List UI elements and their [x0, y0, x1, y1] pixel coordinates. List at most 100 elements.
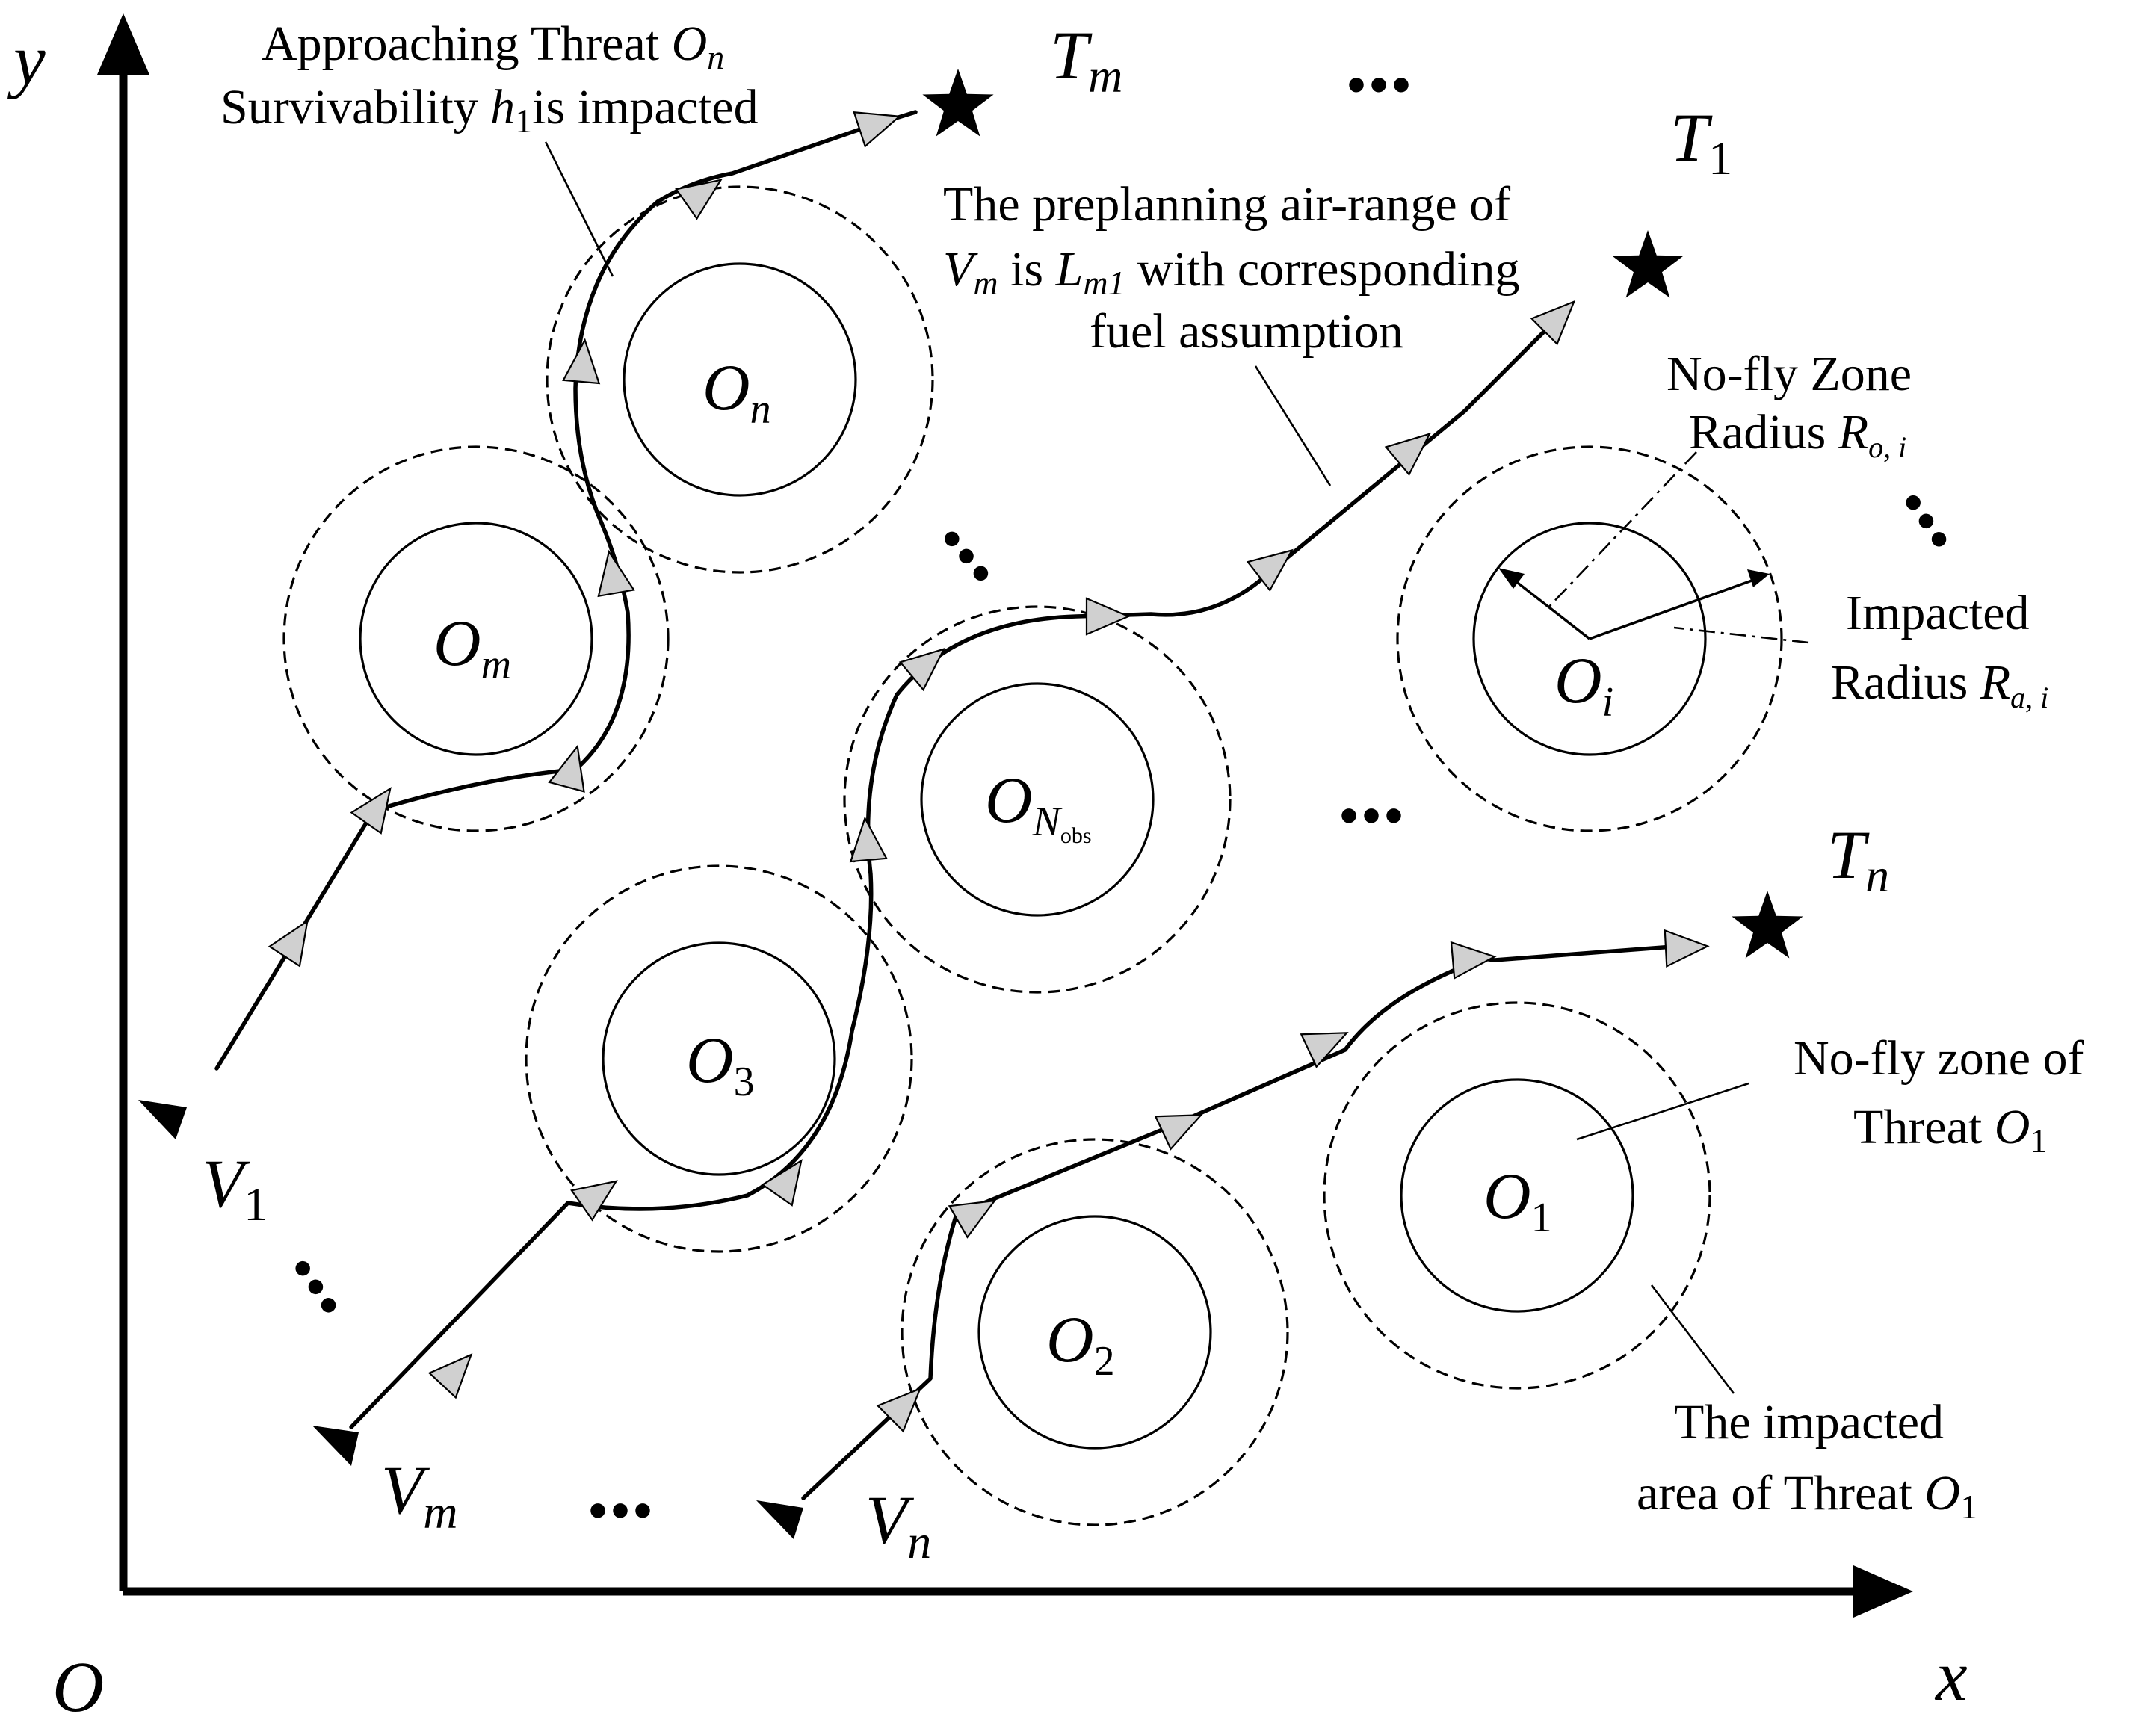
no-fly-zone-circle — [1400, 1078, 1634, 1313]
direction-arrow — [849, 816, 888, 863]
leader-approaching-threat — [544, 141, 614, 277]
threat-label-o-nobs: ONobs — [985, 764, 1092, 848]
no-fly-radius-arrowhead — [1498, 568, 1525, 589]
preplanning-line3: fuel assumption — [1090, 304, 1403, 359]
no-fly-zone-circle — [977, 1215, 1212, 1450]
no-fly-of-threat-line1: No-fly zone of — [1794, 1031, 2084, 1086]
ellipsis-center-right: ... — [1338, 742, 1405, 841]
ellipsis-right: ... — [1886, 451, 2007, 563]
ellipsis-middle: ... — [925, 483, 1045, 598]
direction-arrow — [761, 1159, 803, 1207]
direction-arrow — [350, 787, 392, 835]
annotations: Approaching Threat On Survivability h1is… — [220, 16, 2084, 1526]
impacted-area-circle — [525, 864, 913, 1253]
ellipsis-left: ... — [276, 1217, 396, 1329]
direction-arrow — [675, 179, 723, 220]
no-fly-zone-circle — [1472, 522, 1707, 756]
vehicle-v1-marker — [138, 1100, 187, 1139]
direction-arrow — [268, 919, 309, 968]
preplanning-line1: The preplanning air-range of — [943, 177, 1510, 232]
threat-label-o-i: Oi — [1554, 645, 1613, 726]
direction-arrow — [948, 1199, 997, 1239]
leader-no-fly-radius — [1546, 451, 1697, 610]
impacted-area-circle — [282, 445, 670, 832]
direction-arrow — [1085, 597, 1131, 636]
vehicle-vn-marker — [756, 1500, 803, 1539]
target-tn-label: Tn — [1827, 817, 1889, 902]
threat-labels: On Om ONobs Oi O3 O2 O1 — [433, 352, 1613, 1385]
threat-zones — [282, 185, 1783, 1526]
impacted-area-circle — [843, 605, 1232, 994]
impacted-area-circle — [1396, 445, 1783, 832]
threat-o-2 — [901, 1138, 1289, 1526]
approaching-threat-line1: Approaching Threat On — [262, 16, 724, 76]
impacted-area-circle — [1323, 1001, 1711, 1390]
impacted-area-line1: The impacted — [1674, 1395, 1944, 1450]
no-fly-zone-line1: No-fly Zone — [1667, 347, 1912, 401]
x-axis-arrowhead — [1853, 1565, 1913, 1618]
no-fly-of-threat-line2: Threat O1 — [1853, 1100, 2047, 1160]
threat-o-1 — [1323, 1001, 1711, 1390]
impacted-radius-line — [1589, 575, 1763, 640]
direction-arrow — [427, 1353, 473, 1399]
leader-lines — [544, 141, 1809, 1394]
direction-arrow — [1154, 1114, 1203, 1151]
flight-paths — [214, 110, 1695, 1500]
direction-arrow — [1664, 929, 1710, 968]
targets: Tm T1 Tn — [922, 17, 1889, 959]
ellipsis-top: ... — [1345, 11, 1412, 111]
threat-label-o-m: Om — [433, 607, 511, 688]
impacted-radius-line2: Radius Ra, i — [1831, 655, 2048, 714]
threat-o-m — [282, 445, 670, 832]
y-axis-label: y — [7, 19, 46, 99]
vehicles: V1 Vm Vn — [138, 1100, 931, 1568]
no-fly-zone-line2: Radius Ro, i — [1689, 405, 1906, 464]
direction-arrow — [570, 1180, 618, 1222]
threat-o-3 — [525, 864, 913, 1253]
leader-impacted-radius — [1673, 626, 1809, 644]
target-tn-star — [1732, 891, 1803, 959]
no-fly-zone-circle — [602, 941, 836, 1176]
target-tm-star — [922, 69, 994, 137]
direction-arrow — [1246, 548, 1294, 592]
vehicle-v1-label: V1 — [202, 1145, 268, 1231]
threat-o-nobs — [843, 605, 1232, 994]
threat-label-o-n: On — [702, 352, 771, 433]
direction-arrow — [1530, 300, 1576, 346]
path-v1-to-tm — [214, 110, 918, 1071]
direction-arrow — [876, 1387, 922, 1433]
direction-arrow — [597, 549, 635, 598]
direction-arrow — [562, 338, 601, 385]
target-tm-label: Tm — [1050, 17, 1122, 102]
target-t1-star — [1612, 230, 1684, 298]
survivability-line2: Survivability h1is impacted — [220, 80, 759, 140]
impacted-area-line2: area of Threat O1 — [1637, 1466, 1977, 1526]
threat-label-o-1: O1 — [1483, 1160, 1552, 1241]
origin-label: O — [52, 1647, 104, 1717]
leader-no-fly-zone-of-threat — [1576, 1082, 1749, 1141]
y-axis-arrowhead — [97, 13, 149, 75]
vehicle-vn-label: Vn — [865, 1482, 931, 1568]
path-direction-markers — [268, 111, 1710, 1433]
threat-o-n — [546, 185, 934, 574]
threat-o-i — [1396, 445, 1783, 832]
vehicle-vm-marker — [312, 1426, 359, 1466]
x-axis-label: x — [1934, 1636, 1968, 1716]
impacted-area-circle — [546, 185, 934, 574]
direction-arrow — [1300, 1032, 1349, 1068]
preplanning-line2: Vm is Lm1 with corresponding — [943, 242, 1519, 306]
impacted-area-circle — [901, 1138, 1289, 1526]
no-fly-zone-circle — [623, 262, 857, 497]
direction-arrow — [853, 111, 902, 148]
direction-arrow — [1384, 432, 1432, 477]
leader-preplanning — [1254, 365, 1332, 486]
threat-label-o-2: O2 — [1046, 1304, 1115, 1385]
leader-impacted-area — [1650, 1284, 1735, 1394]
vehicle-vm-label: Vm — [381, 1452, 457, 1538]
target-t1-label: T1 — [1670, 99, 1732, 185]
direction-arrow — [898, 647, 946, 692]
no-fly-zone-circle — [920, 682, 1155, 917]
path-vm-to-t1 — [349, 312, 1564, 1429]
axes: y x O — [7, 13, 1968, 1717]
